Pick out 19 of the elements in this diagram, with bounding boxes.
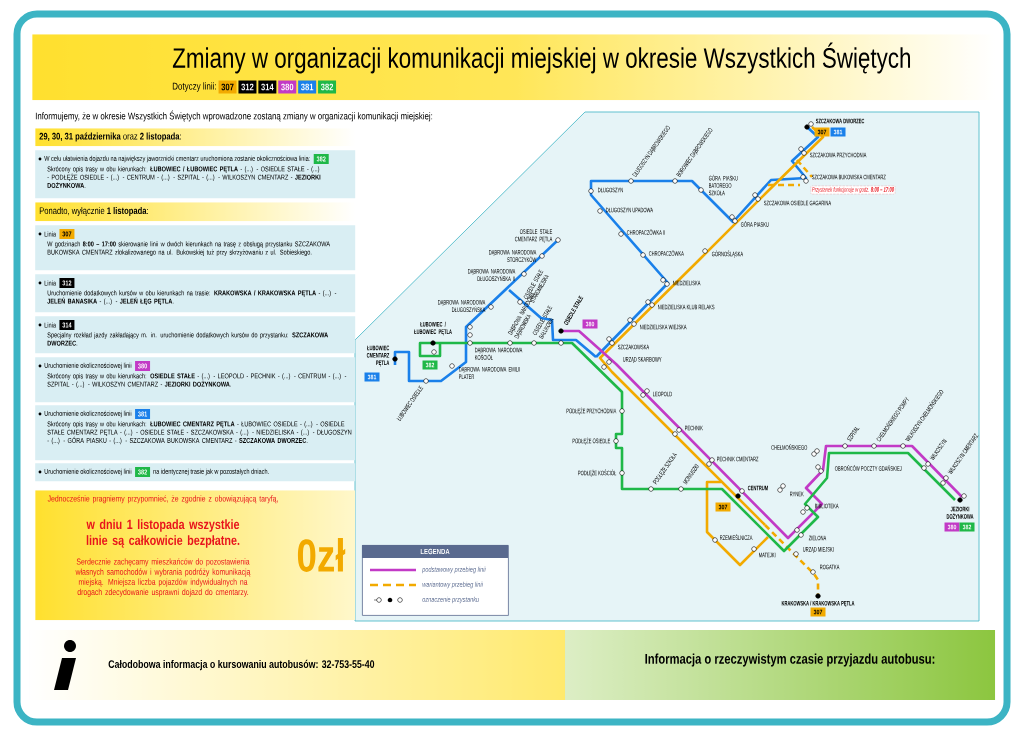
info-panel — [35, 274, 356, 313]
subtitle: Dotyczy linii: — [172, 82, 216, 92]
big-price-text: 0zł — [297, 538, 346, 572]
info-panel — [35, 357, 356, 403]
footer-text: Całodobowa informacja o kursowaniu autobusów: 32-753-55-40 — [108, 659, 375, 671]
info-panel — [35, 316, 356, 354]
legend-box — [362, 545, 509, 616]
promo-text: Jednocześnie pragniemy przypomnieć, że zgodnie z obowiązującą taryfą, — [47, 495, 278, 504]
promo-text: Serdecznie zachęcamy mieszkańców do pozostawienia własnych samochodów i wybrania podróży komunikacją miejską. Mniejsza liczba pojazdów indywidualnych na drogach zdecydowanie usprawni dojazd do cmentarzy. — [75, 558, 251, 597]
promo-headline: w dniu 1 listopada wszystkie linie są całkowicie bezpłatne. — [86, 519, 240, 548]
section-heading: Ponadto, wyłącznie 1 listopada: — [39, 207, 148, 216]
info-panel — [35, 225, 356, 271]
intro-text: Informujemy, że w okresie Wszystkich Świętych wprowadzone zostaną zmiany w organizacji komunikacji miejskiej: — [35, 110, 433, 122]
info-panel — [35, 405, 356, 461]
info-panel — [35, 150, 356, 199]
footer-heading: Informacja o rzeczywistym czasie przyjazdu autobusu: — [645, 653, 935, 667]
title: Zmiany w organizacji komunikacji miejskiej w okresie Wszystkich Świętych — [172, 42, 910, 74]
info-panel — [35, 463, 356, 482]
section-heading: 29, 30, 31 października oraz 2 listopada: — [39, 132, 181, 142]
